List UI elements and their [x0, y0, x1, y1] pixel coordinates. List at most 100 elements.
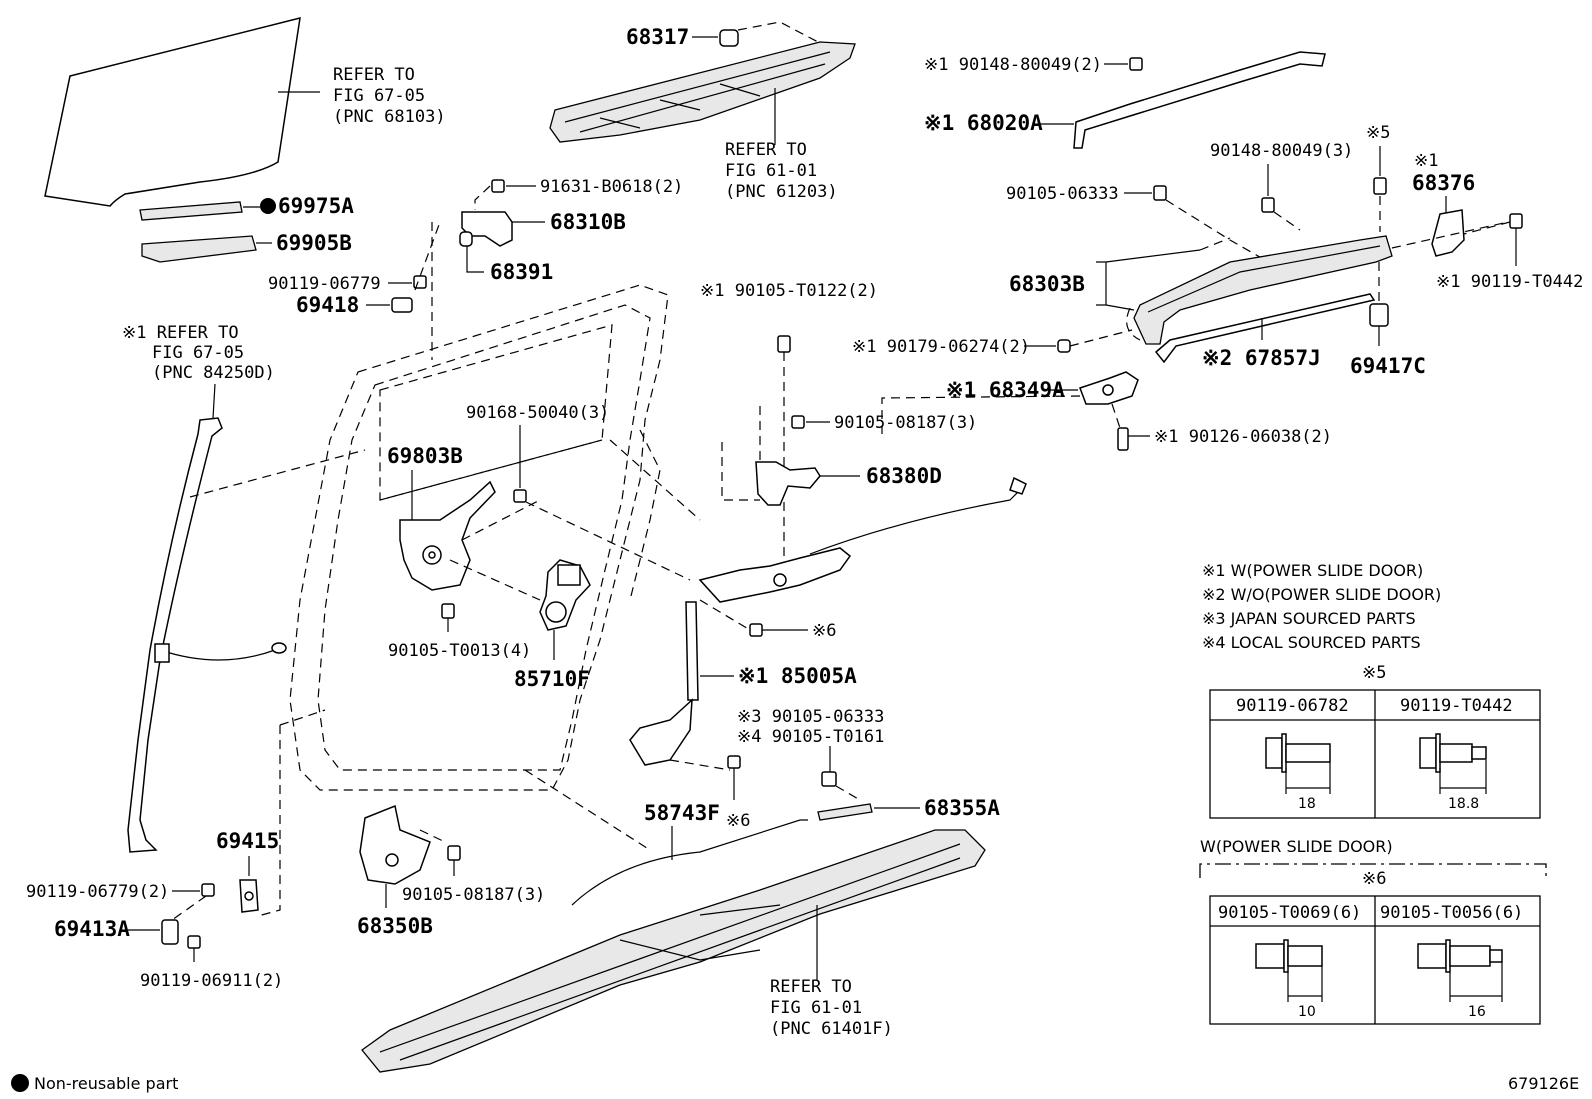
legend-dot-icon [11, 1074, 29, 1092]
note-3: ※3 JAPAN SOURCED PARTS [1202, 609, 1416, 628]
bolt-90105-T0122 [777, 335, 791, 353]
upper-rail-assembly [549, 41, 856, 143]
label-90148-a: ※1 90148-80049(2) [924, 55, 1102, 75]
label-note5: ※5 [1366, 123, 1390, 143]
rod-68355A [817, 803, 873, 821]
bolt-note6-lower [727, 755, 741, 769]
label-85710F: 85710F [514, 667, 590, 691]
bolt-91631 [491, 179, 505, 193]
note-2: ※2 W/O(POWER SLIDE DOOR) [1202, 585, 1441, 604]
label-90105-06333: 90105-06333 [1006, 184, 1119, 204]
weatherstrip-67857J [1154, 293, 1376, 364]
bolt-90168 [513, 489, 527, 503]
cable-end [1009, 476, 1027, 495]
label-68391: 68391 [490, 260, 553, 284]
non-reusable-marker [260, 198, 276, 214]
bolt-90119-T0442-drawing [1419, 733, 1487, 794]
label-69975A: 69975A [278, 194, 354, 218]
label-68317: 68317 [626, 25, 689, 49]
label-90105-08187-b: 90105-08187(3) [402, 885, 545, 905]
bolt-90105-T0056-drawing [1417, 939, 1503, 1002]
label-69413A: 69413A [54, 917, 130, 941]
table6-header-1: 90105-T0069(6) [1218, 903, 1361, 923]
label-68380D: 68380D [866, 464, 942, 488]
label-90119-06911: 90119-06911(2) [140, 971, 283, 991]
bracket-68376 [1431, 209, 1465, 257]
clip-90179 [1057, 339, 1071, 353]
svg-text:REFER TO: REFER TO [770, 977, 852, 997]
stopper-68391 [459, 231, 473, 247]
table-note5: ※5 90119-06782 90119-T0442 18 18.8 [1209, 663, 1541, 819]
weatherstrip-clip [154, 643, 170, 663]
label-69418: 69418 [296, 293, 359, 317]
label-68349A: ※1 68349A [946, 378, 1065, 402]
screw-90119-06779-2 [201, 883, 215, 897]
bolt-90105-08187-top [791, 415, 805, 429]
table-note6: W(POWER SLIDE DOOR) ※6 90105-T0069(6) 90… [1199, 837, 1547, 1025]
rail-roller-68317 [719, 29, 739, 47]
door-glass [44, 16, 301, 207]
svg-text:FIG 61-01: FIG 61-01 [770, 998, 862, 1018]
footnotes: ※1 W(POWER SLIDE DOOR) ※2 W/O(POWER SLID… [1202, 561, 1441, 652]
label-68310B: 68310B [550, 210, 626, 234]
label-90119-T0442: ※1 90119-T0442 [1436, 272, 1583, 292]
table6-dim-2: 16 [1468, 1004, 1486, 1020]
bracket-68310B [461, 211, 513, 247]
note-1: ※1 W(POWER SLIDE DOOR) [1202, 561, 1423, 580]
bracket-68380D [755, 461, 821, 506]
table5-dim-2: 18.8 [1448, 796, 1479, 812]
bolt-90105-T0013 [441, 603, 455, 619]
label-90105-T0122: ※1 90105-T0122(2) [700, 281, 878, 301]
weatherstrip-grommet [271, 642, 287, 654]
lock-assembly [698, 547, 852, 603]
label-68355A: 68355A [924, 796, 1000, 820]
hinge-68350B [359, 804, 431, 885]
bolt-90105-08187-b [447, 845, 461, 861]
slide-door-panel [289, 284, 701, 791]
label-90148-b: 90148-80049(3) [1210, 141, 1353, 161]
ref-68103-label: REFER TO FIG 67-05 (PNC 68103) [333, 65, 446, 127]
table5-title: ※5 [1362, 663, 1386, 683]
bolt-note5 [1373, 177, 1387, 195]
screw-90148-b [1261, 197, 1275, 213]
legend-text: Non-reusable part [34, 1074, 178, 1093]
cable-58743F [571, 819, 808, 906]
label-68376: 68376 [1412, 171, 1475, 195]
label-69803B: 69803B [387, 444, 463, 468]
label-67857J: ※2 67857J [1202, 346, 1321, 370]
ref-84250D-line2: FIG 67-05 [152, 343, 244, 363]
rail-68303B [1133, 235, 1393, 345]
ref-84250D-line1: ※1 REFER TO [122, 323, 239, 343]
bolt-note6-upper [749, 623, 763, 637]
link-85005A [629, 601, 699, 766]
ref-61203-label: REFER TO FIG 61-01 (PNC 61203) [725, 140, 838, 202]
label-90105-06333-j: ※3 90105-06333 [737, 707, 884, 727]
note-4: ※4 LOCAL SOURCED PARTS [1202, 633, 1421, 652]
bolt-90119-T0442 [1509, 213, 1523, 229]
label-68020A: ※1 68020A [924, 111, 1043, 135]
svg-text:REFER TO: REFER TO [333, 65, 415, 85]
label-90105-T0161: ※4 90105-T0161 [737, 727, 884, 747]
label-69417C: 69417C [1350, 354, 1426, 378]
table6-dim-1: 10 [1298, 1004, 1316, 1020]
clip-69418 [391, 297, 413, 313]
table6-header-2: 90105-T0056(6) [1380, 903, 1523, 923]
label-90105-08187-a: 90105-08187(3) [834, 413, 977, 433]
ref-61401F-label: REFER TO FIG 61-01 (PNC 61401F) [770, 977, 893, 1039]
label-68376-note: ※1 [1414, 151, 1438, 171]
svg-text:(PNC 61401F): (PNC 61401F) [770, 1019, 893, 1039]
screw-90119-06911 [187, 935, 201, 949]
bolt-90119-06782-drawing [1265, 733, 1331, 794]
run-channel-69905B [141, 235, 257, 263]
label-note6-b: ※6 [726, 811, 750, 831]
table5-header-2: 90119-T0442 [1400, 696, 1513, 716]
lower-rail-assembly [361, 829, 986, 1073]
label-90179: ※1 90179-06274(2) [852, 337, 1030, 357]
label-68350B: 68350B [357, 914, 433, 938]
screw-90148-a [1129, 57, 1143, 71]
table6-caption: W(POWER SLIDE DOOR) [1200, 837, 1393, 856]
figure-id: 679126E [1508, 1074, 1579, 1093]
label-90168: 90168-50040(3) [466, 403, 609, 423]
label-85005A: ※1 85005A [738, 664, 857, 688]
